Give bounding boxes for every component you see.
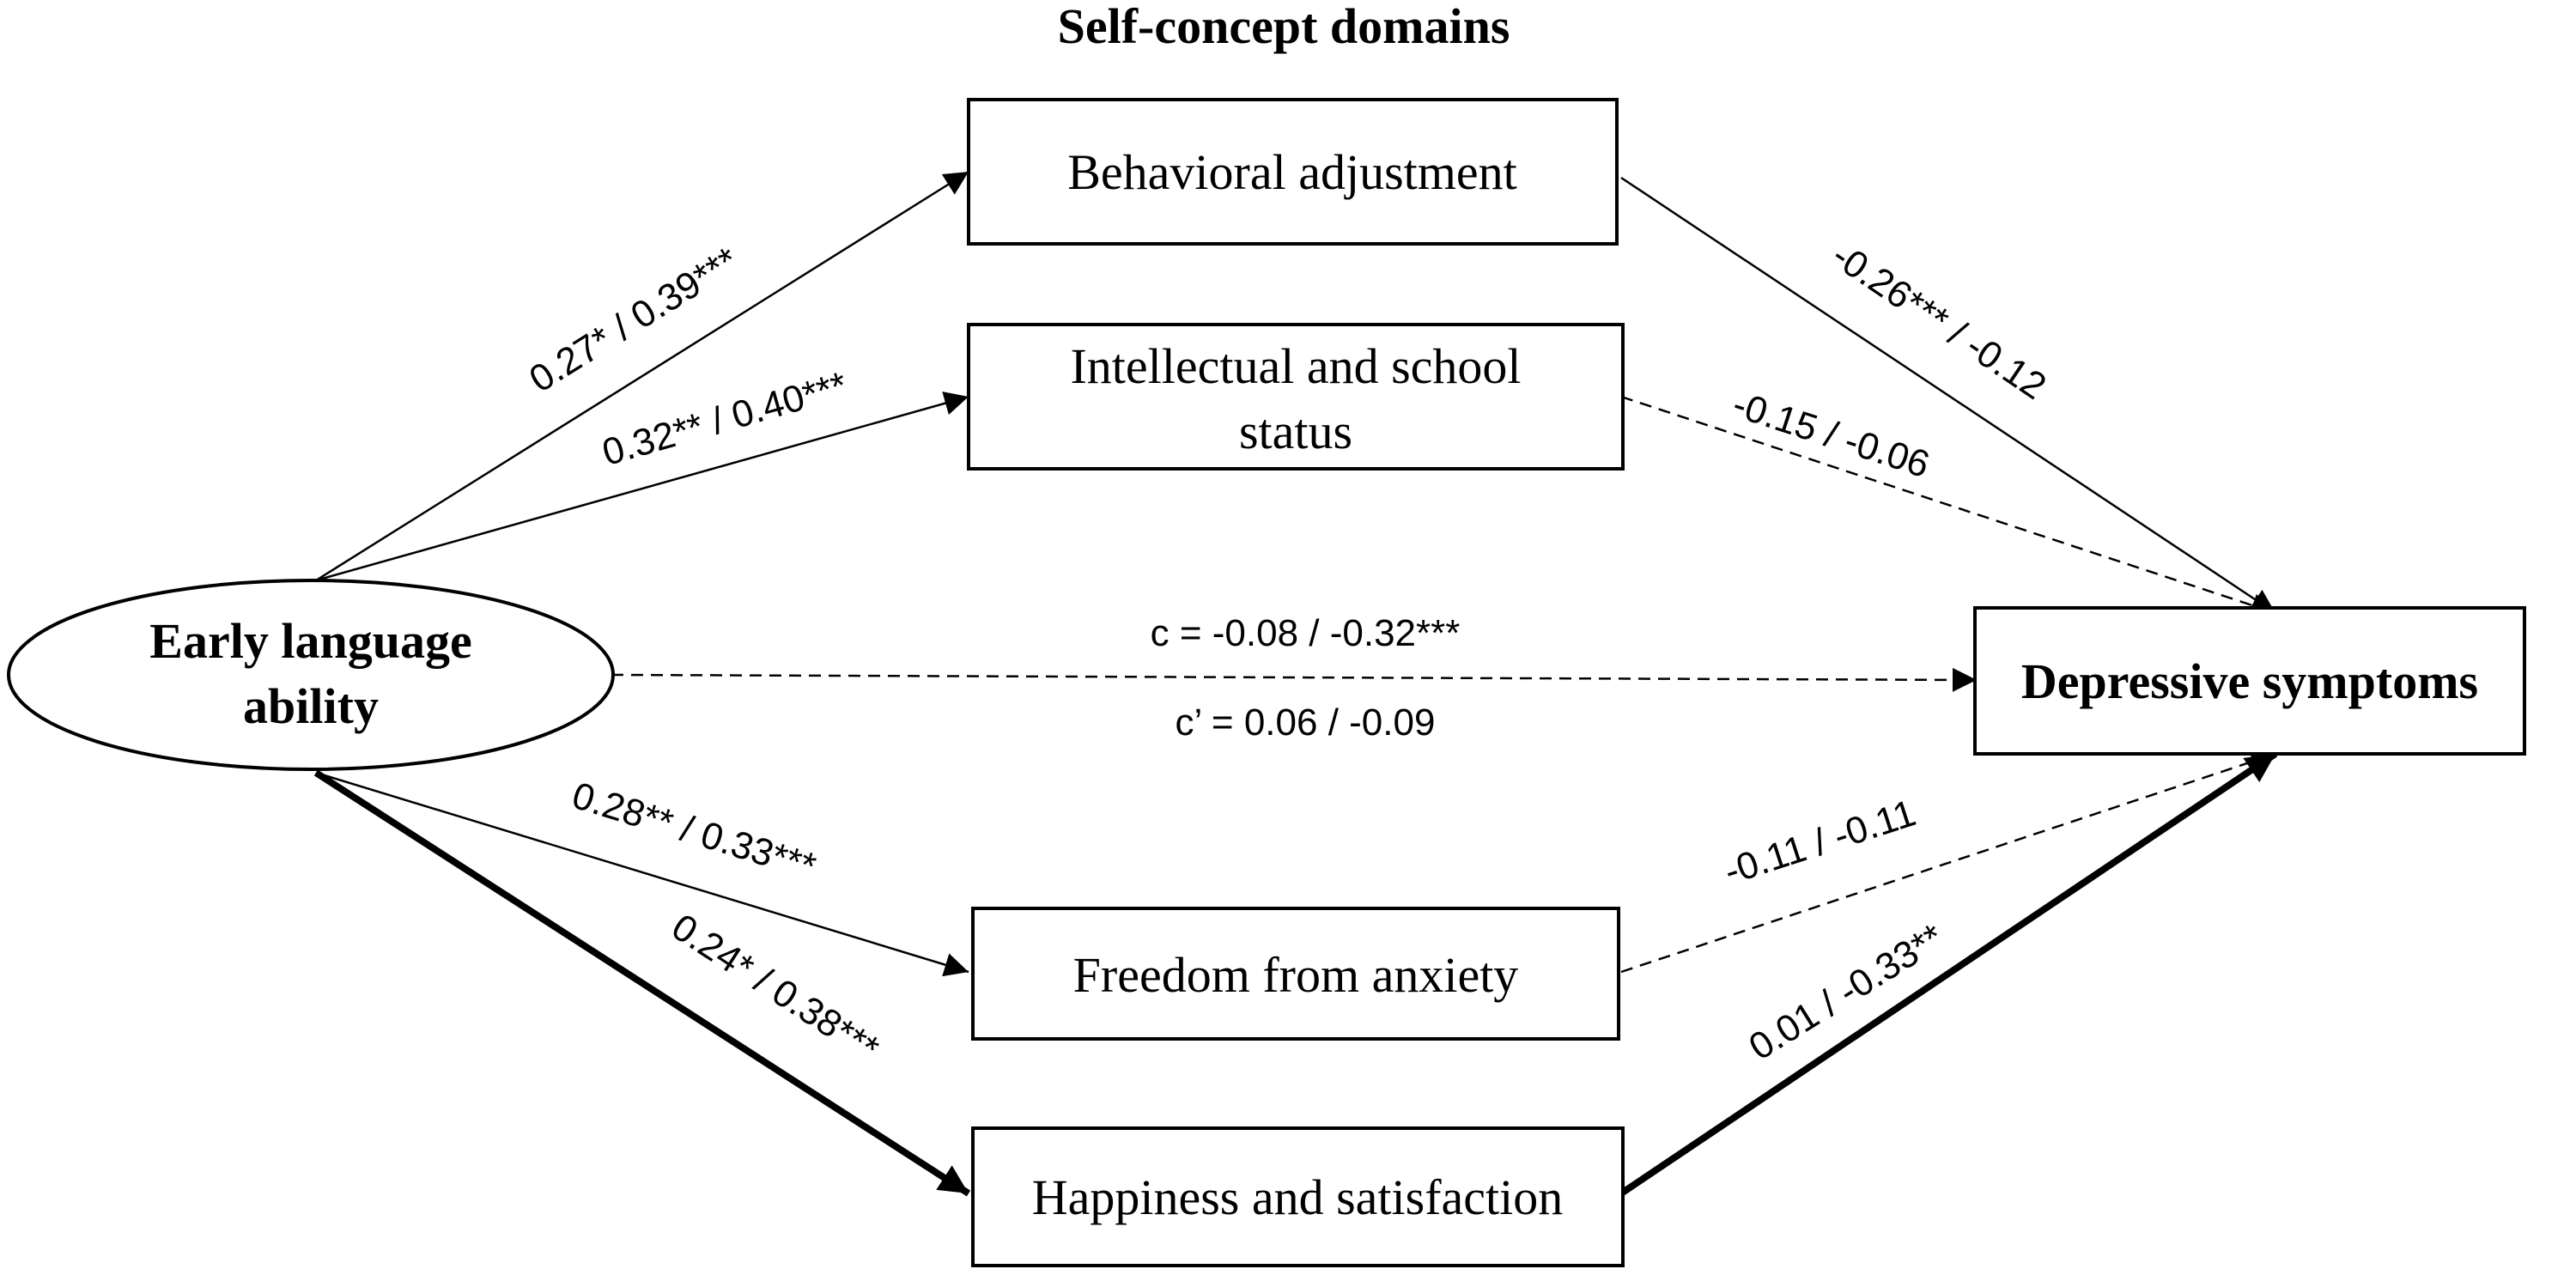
node-predictor-line2: ability — [243, 678, 379, 734]
node-happiness-satisfaction: Happiness and satisfaction — [971, 1126, 1625, 1267]
coef-b-behavioral: -0.26*** / -0.12 — [1825, 234, 2054, 408]
coef-a-behavioral: 0.27* / 0.39*** — [522, 240, 745, 401]
arrow-happiness-to-outcome — [1619, 750, 2278, 1197]
coef-total-effect: c = -0.08 / -0.32*** — [1151, 612, 1461, 654]
arrow-behavioral-to-outcome — [1620, 176, 2276, 615]
node-outcome-label: Depressive symptoms — [2021, 653, 2478, 709]
arrow-predictor-to-anxiety — [315, 771, 969, 977]
node-behavioral-label: Behavioral adjustment — [1067, 144, 1516, 200]
node-happiness-label: Happiness and satisfaction — [1032, 1169, 1564, 1225]
node-predictor-line1: Early language — [149, 613, 471, 669]
arrow-direct-effect — [611, 667, 1978, 692]
node-early-language-ability: Early language ability — [7, 579, 615, 771]
arrow-anxiety-to-outcome — [1620, 750, 2276, 974]
arrow-predictor-to-intellectual — [315, 392, 969, 582]
arrow-predictor-to-happiness — [313, 769, 971, 1197]
node-depressive-symptoms: Depressive symptoms — [1973, 606, 2526, 756]
coef-a-anxiety: 0.28** / 0.33*** — [568, 774, 821, 889]
coef-b-intellectual: -0.15 / -0.06 — [1728, 383, 1935, 486]
coef-direct-effect: c’ = 0.06 / -0.09 — [1176, 701, 1436, 744]
node-freedom-from-anxiety: Freedom from anxiety — [971, 907, 1620, 1041]
node-intellectual-line2: status — [1239, 404, 1352, 459]
node-intellectual-line1: Intellectual and school — [1070, 338, 1521, 394]
node-intellectual-school-status: Intellectual and school status — [967, 323, 1625, 471]
arrow-predictor-to-behavioral — [315, 170, 969, 582]
arrow-intellectual-to-outcome — [1620, 395, 2276, 617]
diagram-heading: Self-concept domains — [1058, 0, 1510, 54]
node-anxiety-label: Freedom from anxiety — [1073, 947, 1519, 1003]
coef-a-happiness: 0.24* / 0.38*** — [665, 906, 887, 1071]
coef-b-anxiety: -0.11 / -0.11 — [1719, 792, 1921, 893]
node-behavioral-adjustment: Behavioral adjustment — [967, 98, 1619, 246]
